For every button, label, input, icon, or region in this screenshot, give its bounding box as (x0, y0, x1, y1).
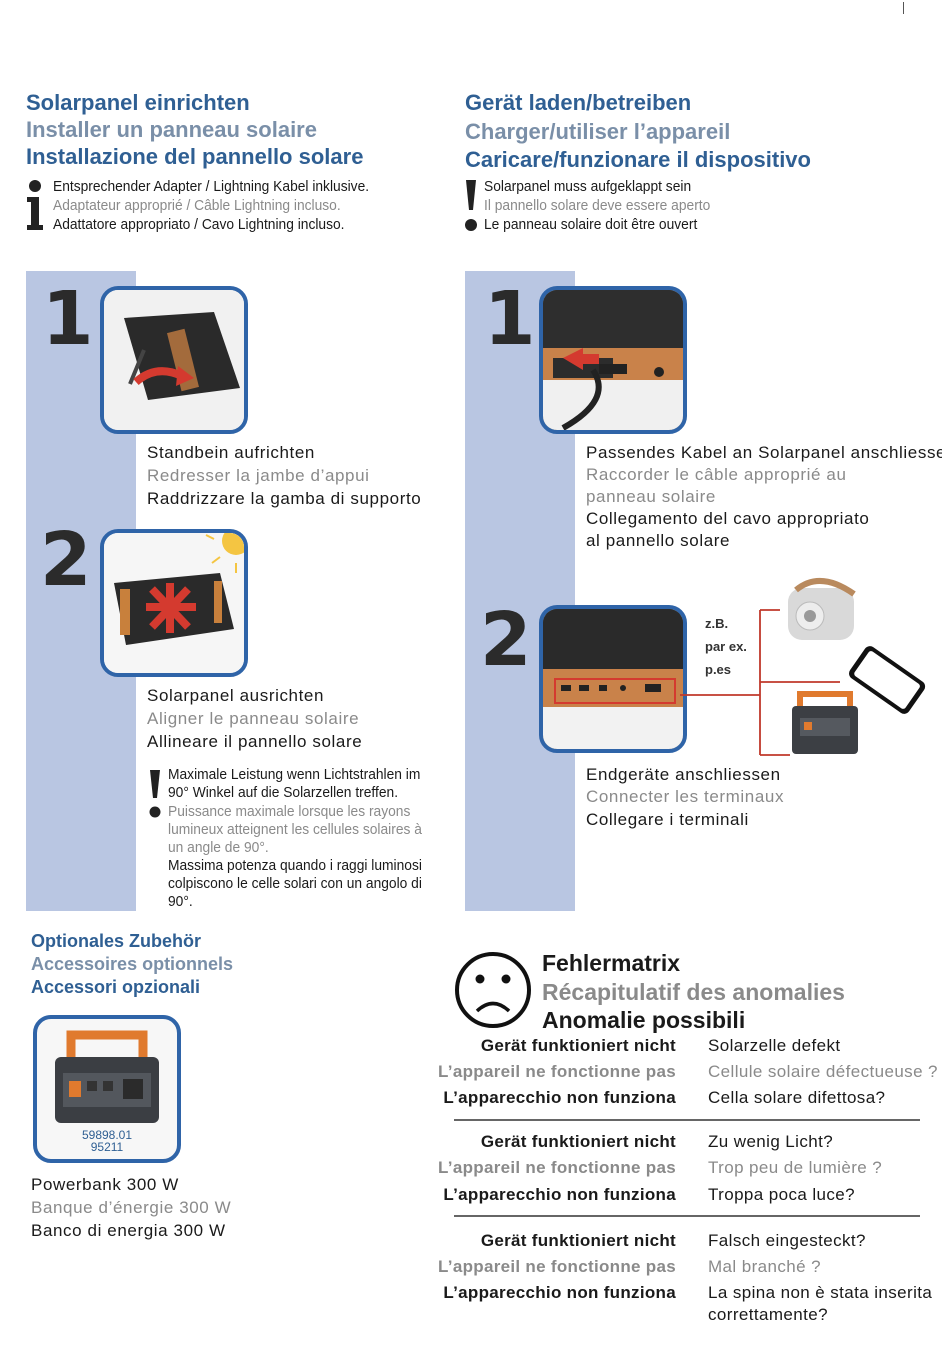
info-text-fr: Adaptateur approprié / Câble Lightning i… (53, 197, 341, 214)
right-step-2-caption-it: Collegare i terminali (586, 810, 749, 829)
fault-row-1-de: Gerät funktioniert nicht (480, 1036, 676, 1055)
left-step-1-caption-fr: Redresser la jambe d’appui (147, 466, 370, 485)
info-icon (27, 180, 43, 230)
panel-stand-illustration (104, 290, 244, 430)
fault-row-3-cause-de: Falsch eingesteckt? (708, 1231, 866, 1250)
right-step-1-caption-it-1: Collegamento del cavo appropriato (586, 509, 870, 528)
projector-icon (788, 577, 856, 640)
info-text-de: Entsprechender Adapter / Lightning Kabel… (53, 178, 370, 195)
powerbank-name-fr: Banque d’énergie 300 W (31, 1198, 232, 1217)
right-step-1-caption-it-2: al pannello solare (586, 531, 731, 550)
fault-row-2-it: L’apparecchio non funziona (443, 1185, 676, 1204)
fault-row-3-cause-it: La spina non è stata inserita (708, 1283, 933, 1302)
powerbank-name-de: Powerbank 300 W (31, 1175, 179, 1194)
fault-title-it: Anomalie possibili (542, 1007, 746, 1033)
fault-title-de: Fehlermatrix (542, 950, 681, 976)
ports-photo (539, 605, 687, 753)
left-step-1-caption-it: Raddrizzare la gamba di supporto (147, 489, 422, 508)
angle-warning-de: Maximale Leistung wenn Lichtstrahlen im … (168, 766, 421, 801)
fault-title-fr: Récapitulatif des anomalies (542, 979, 845, 1005)
left-step-1-caption-de: Standbein aufrichten (147, 443, 315, 462)
example-label-fr: par ex. (705, 639, 747, 654)
right-step-1-caption-fr-2: panneau solaire (586, 487, 716, 506)
powerbank-code-1: 59898.01 (81, 1128, 133, 1142)
left-step-1-number: 1 (42, 276, 94, 362)
left-step-2-caption-fr: Aligner le panneau solaire (147, 709, 360, 728)
fault-row-2-de: Gerät funktioniert nicht (480, 1132, 676, 1151)
fault-row-3-it: L’apparecchio non funziona (443, 1283, 676, 1302)
right-step-1-caption-de: Passendes Kabel an Solarpanel anschliess… (586, 443, 942, 462)
panel-align-illustration (104, 533, 244, 673)
left-title-de: Solarpanel einrichten (26, 90, 250, 115)
fault-row-3-cause-it-2: correttamente? (708, 1305, 828, 1324)
cable-connect-illustration (543, 290, 683, 430)
sad-face-icon (455, 952, 531, 1028)
right-title-it: Caricare/funzionare il dispositivo (465, 147, 811, 172)
fault-row-1-it: L’apparecchio non funziona (443, 1088, 676, 1107)
warn-text-de: Solarpanel muss aufgeklappt sein (484, 178, 692, 195)
powerbank-name-it: Banco di energia 300 W (31, 1221, 226, 1240)
powerbank-small-icon (792, 691, 858, 754)
warn-text-fr: Le panneau solaire doit être ouvert (484, 216, 698, 233)
angle-warning-fr: Puissance maximale lorsque les rayons lu… (168, 803, 422, 856)
ports-illustration (543, 609, 683, 749)
cable-photo (539, 286, 687, 434)
example-label-de: z.B. (705, 616, 729, 631)
powerbank-code-2: 95211 (90, 1140, 124, 1154)
fault-row-2-cause-de: Zu wenig Licht? (708, 1132, 834, 1151)
right-step-2-caption-de: Endgeräte anschliessen (586, 765, 781, 784)
powerbank-photo: 59898.01 95211 (33, 1015, 181, 1163)
accessories-title-it: Accessori opzionali (31, 977, 201, 997)
warning-icon (465, 180, 477, 231)
right-title-fr: Charger/utiliser l’appareil (465, 119, 731, 144)
left-step-2-caption-de: Solarpanel ausrichten (147, 686, 325, 705)
fault-row-1-fr: L’appareil ne fonctionne pas (438, 1062, 676, 1081)
fault-row-1-cause-it: Cella solare difettosa? (708, 1088, 886, 1107)
left-step-2-caption-it: Allineare il pannello solare (147, 732, 363, 751)
fault-row-3-fr: L’appareil ne fonctionne pas (438, 1257, 676, 1276)
example-label-it: p.es (705, 662, 732, 677)
info-text-it: Adattatore appropriato / Cavo Lightning … (53, 216, 345, 233)
left-title-fr: Installer un panneau solaire (26, 117, 317, 142)
right-step-2-caption-fr: Connecter les terminaux (586, 787, 785, 806)
fault-row-2-fr: L’appareil ne fonctionne pas (438, 1158, 676, 1177)
fault-row-3-de: Gerät funktioniert nicht (480, 1231, 676, 1250)
warn-text-it: Il pannello solare deve essere aperto (484, 197, 711, 214)
device-connection-diagram (680, 577, 926, 756)
fault-row-2-cause-it: Troppa poca luce? (708, 1185, 855, 1204)
left-step-2-number: 2 (40, 517, 92, 603)
fault-row-2-cause-fr: Trop peu de lumière ? (708, 1158, 883, 1177)
fault-row-1-cause-de: Solarzelle defekt (708, 1036, 841, 1055)
page-mark (903, 2, 904, 14)
angle-warning-icon (149, 770, 161, 818)
accessories-title-de: Optionales Zubehör (31, 931, 202, 951)
right-step-1-number: 1 (484, 276, 536, 362)
stand-photo (100, 286, 248, 434)
fault-row-1-cause-fr: Cellule solaire défectueuse ? (708, 1062, 938, 1081)
right-step-1-caption-fr-1: Raccorder le câble approprié au (586, 465, 847, 484)
accessories-title-fr: Accessoires optionnels (31, 954, 234, 974)
fault-separator-1 (454, 1119, 920, 1121)
fault-row-1: Gerät funktioniert nicht L’appareil ne f… (438, 1033, 937, 1113)
powerbank-illustration (55, 1030, 159, 1123)
fault-row-3-cause-fr: Mal branché ? (708, 1257, 821, 1276)
fault-row-2: Gerät funktioniert nicht L’appareil ne f… (438, 1129, 920, 1209)
align-photo (100, 529, 248, 677)
fault-row-3: Gerät funktioniert nicht L’appareil ne f… (438, 1228, 932, 1338)
fault-separator-2 (454, 1215, 920, 1217)
smartphone-icon (849, 646, 926, 714)
left-title-it: Installazione del pannello solare (26, 144, 364, 169)
right-step-2-number: 2 (480, 597, 532, 683)
angle-warning-it: Massima potenza quando i raggi luminosi … (168, 857, 422, 910)
right-title-de: Gerät laden/betreiben (465, 90, 692, 115)
